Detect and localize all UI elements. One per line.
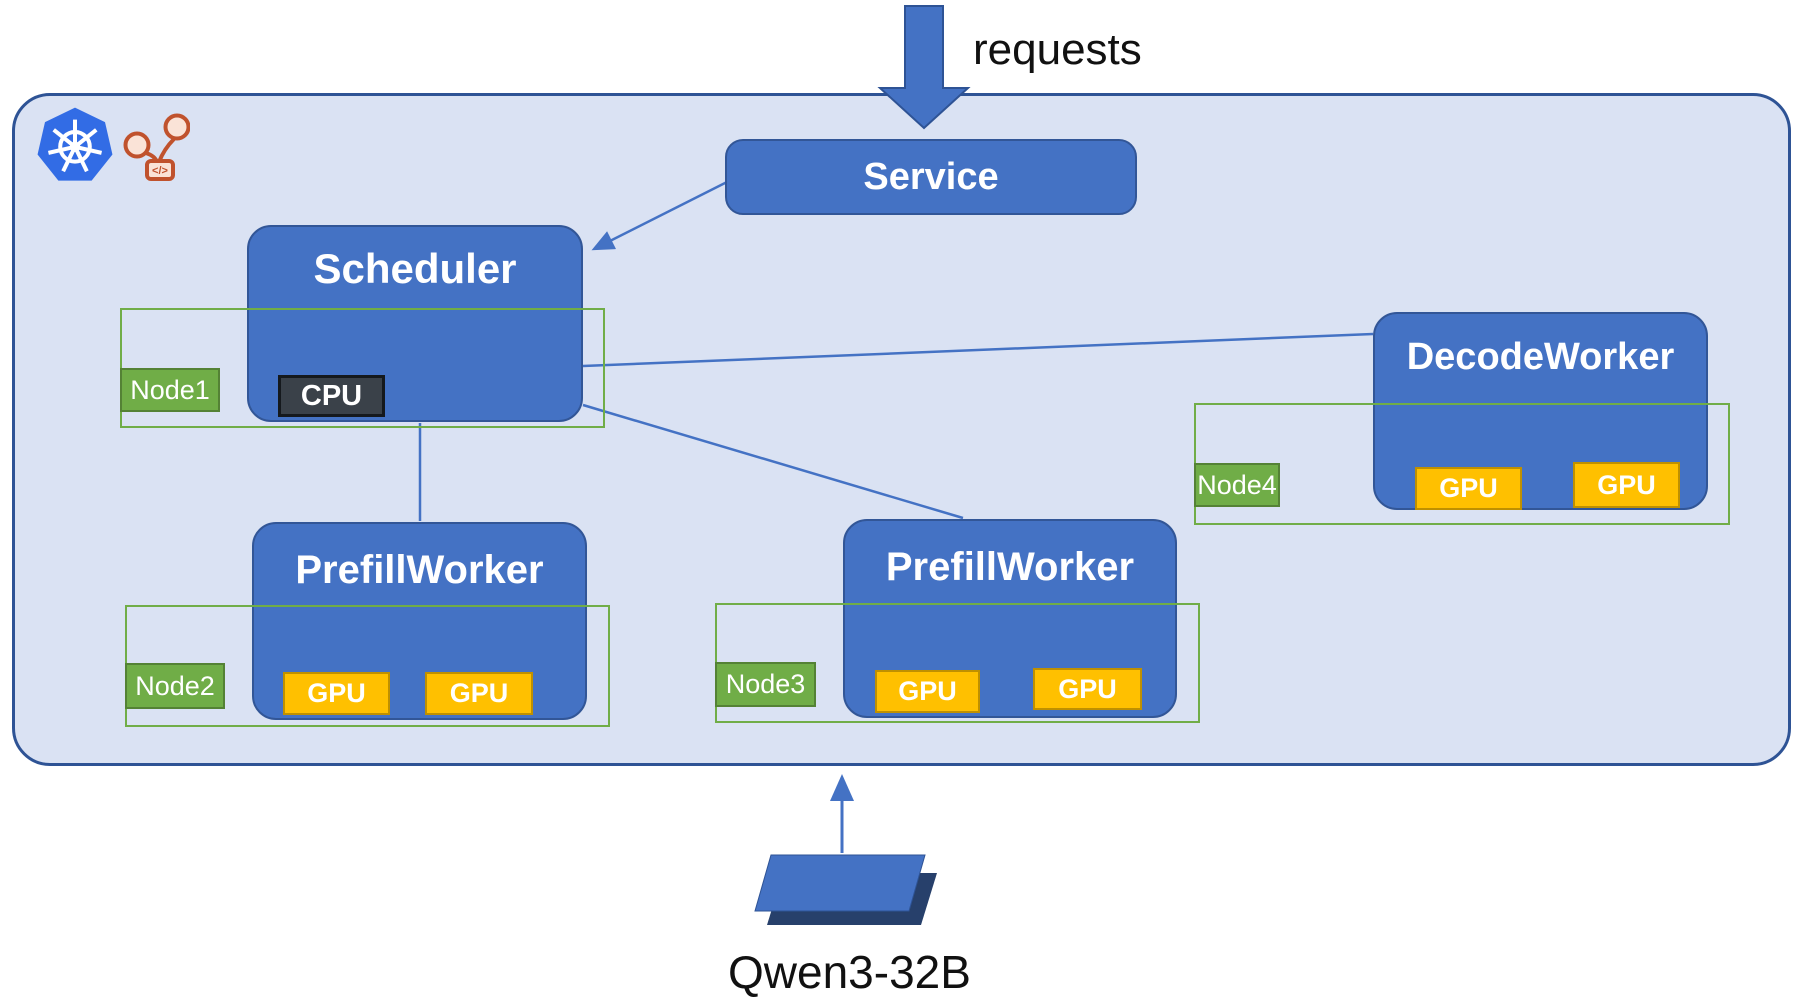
connector-service-to-scheduler [591,180,728,251]
scheduler-label: Scheduler [313,245,517,292]
prefill-left-gpu-chip-1: GPU [283,672,390,715]
decode-gpu-chip-2: GPU [1573,462,1680,508]
connector-scheduler-to-decodeworker [582,332,1374,368]
service-box: Service [725,139,1137,215]
node4-label: Node4 [1194,463,1280,507]
model-shape-icon [754,854,937,925]
requests-label: requests [973,25,1142,74]
git-graph-code-icon: </> [123,113,190,181]
cpu-chip: CPU [278,375,385,417]
node1-label: Node1 [120,368,220,412]
prefill-worker-left-label: PrefillWorker [295,548,544,592]
prefill-left-gpu-chip-2: GPU [425,672,533,715]
node2-label: Node2 [125,663,225,709]
model-label: Qwen3-32B [728,946,971,998]
decode-gpu-chip-1: GPU [1415,467,1522,510]
node3-label: Node3 [715,662,816,707]
prefill-right-gpu-chip-2: GPU [1033,668,1142,710]
connector-scheduler-to-prefillworker-right [582,403,964,520]
model-shape-front [754,854,926,912]
prefill-right-gpu-chip-1: GPU [875,670,980,713]
kubernetes-icon [37,107,113,181]
requests-arrow-icon [877,5,971,130]
decode-worker-label: DecodeWorker [1406,336,1675,378]
svg-text:</>: </> [152,165,168,177]
service-label: Service [863,155,999,198]
prefill-worker-right-label: PrefillWorker [885,545,1135,589]
